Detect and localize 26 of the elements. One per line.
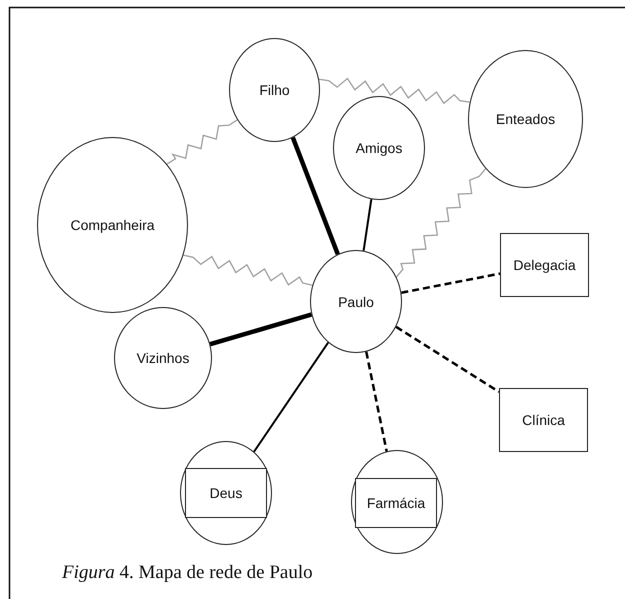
rect-node <box>355 478 437 528</box>
node-label: Vizinhos <box>136 350 190 366</box>
node-label: Amigos <box>356 140 402 156</box>
node-label: Deus <box>210 485 242 501</box>
connector-line <box>253 342 329 452</box>
rect-node <box>499 388 588 452</box>
thick-line <box>290 136 340 256</box>
node-label: Delegacia <box>513 257 576 273</box>
thick-line <box>210 312 312 346</box>
dashed-line <box>401 272 500 294</box>
node-label: Farmácia <box>366 495 426 511</box>
rect-node <box>500 233 589 297</box>
dashed-line <box>395 326 500 393</box>
zigzag-line <box>318 78 470 104</box>
zigzag-line <box>166 119 238 165</box>
dashed-line <box>365 351 388 452</box>
zigzag-line <box>183 254 312 286</box>
zigzag-line <box>396 168 486 278</box>
figure-caption: Figura 4. Mapa de rede de Paulo <box>62 562 313 584</box>
node-label: Clínica <box>522 412 565 428</box>
node-label: Companheira <box>70 217 155 233</box>
connector-line <box>362 199 372 251</box>
node-label: Paulo <box>338 294 374 310</box>
node-label: Filho <box>259 82 290 98</box>
node-label: Enteados <box>496 111 556 127</box>
rect-node <box>185 468 267 518</box>
